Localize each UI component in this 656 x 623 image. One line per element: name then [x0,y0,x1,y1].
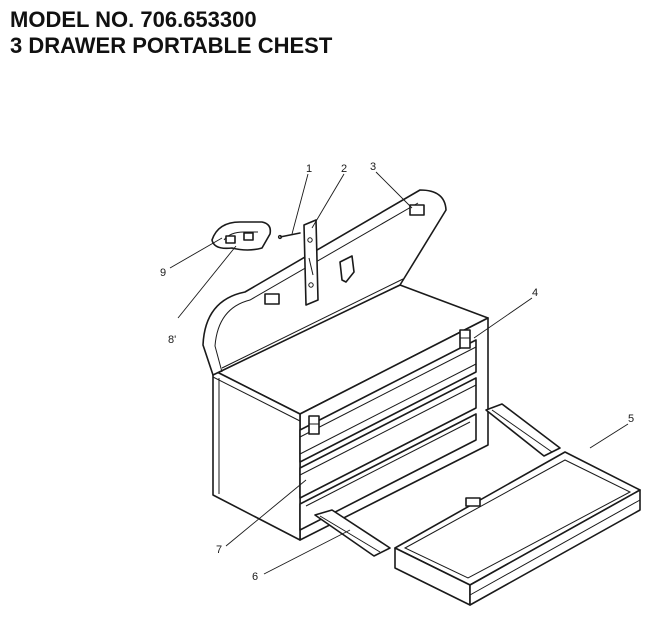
body-latch-left [308,415,320,435]
callout-4: 4 [532,287,538,299]
lid-handle-part-9 [211,221,272,251]
callout-2: 2 [341,163,347,175]
drawer-slide-left-part-6 [314,509,391,557]
chest-lid [202,189,447,376]
callout-7: 7 [216,544,222,556]
callout-9: 9 [160,267,166,279]
callout-3: 3 [370,161,376,173]
drawer-front-openings [299,339,477,531]
lid-hook [339,255,355,283]
model-number-title: MODEL NO. 706.653300 [10,7,257,32]
callout-1: 1 [306,163,312,175]
pin-part-1 [277,232,301,240]
callout-6: 6 [252,571,258,583]
open-drawer-part-5 [394,451,641,606]
drawer-slide-right [485,403,561,457]
lid-stay-part-2 [303,219,319,306]
callout-5: 5 [628,413,634,425]
callout-leaders [169,171,629,575]
body-latch-right [459,329,471,349]
product-name-title: 3 DRAWER PORTABLE CHEST [10,33,333,58]
callout-8: 8' [168,334,176,346]
